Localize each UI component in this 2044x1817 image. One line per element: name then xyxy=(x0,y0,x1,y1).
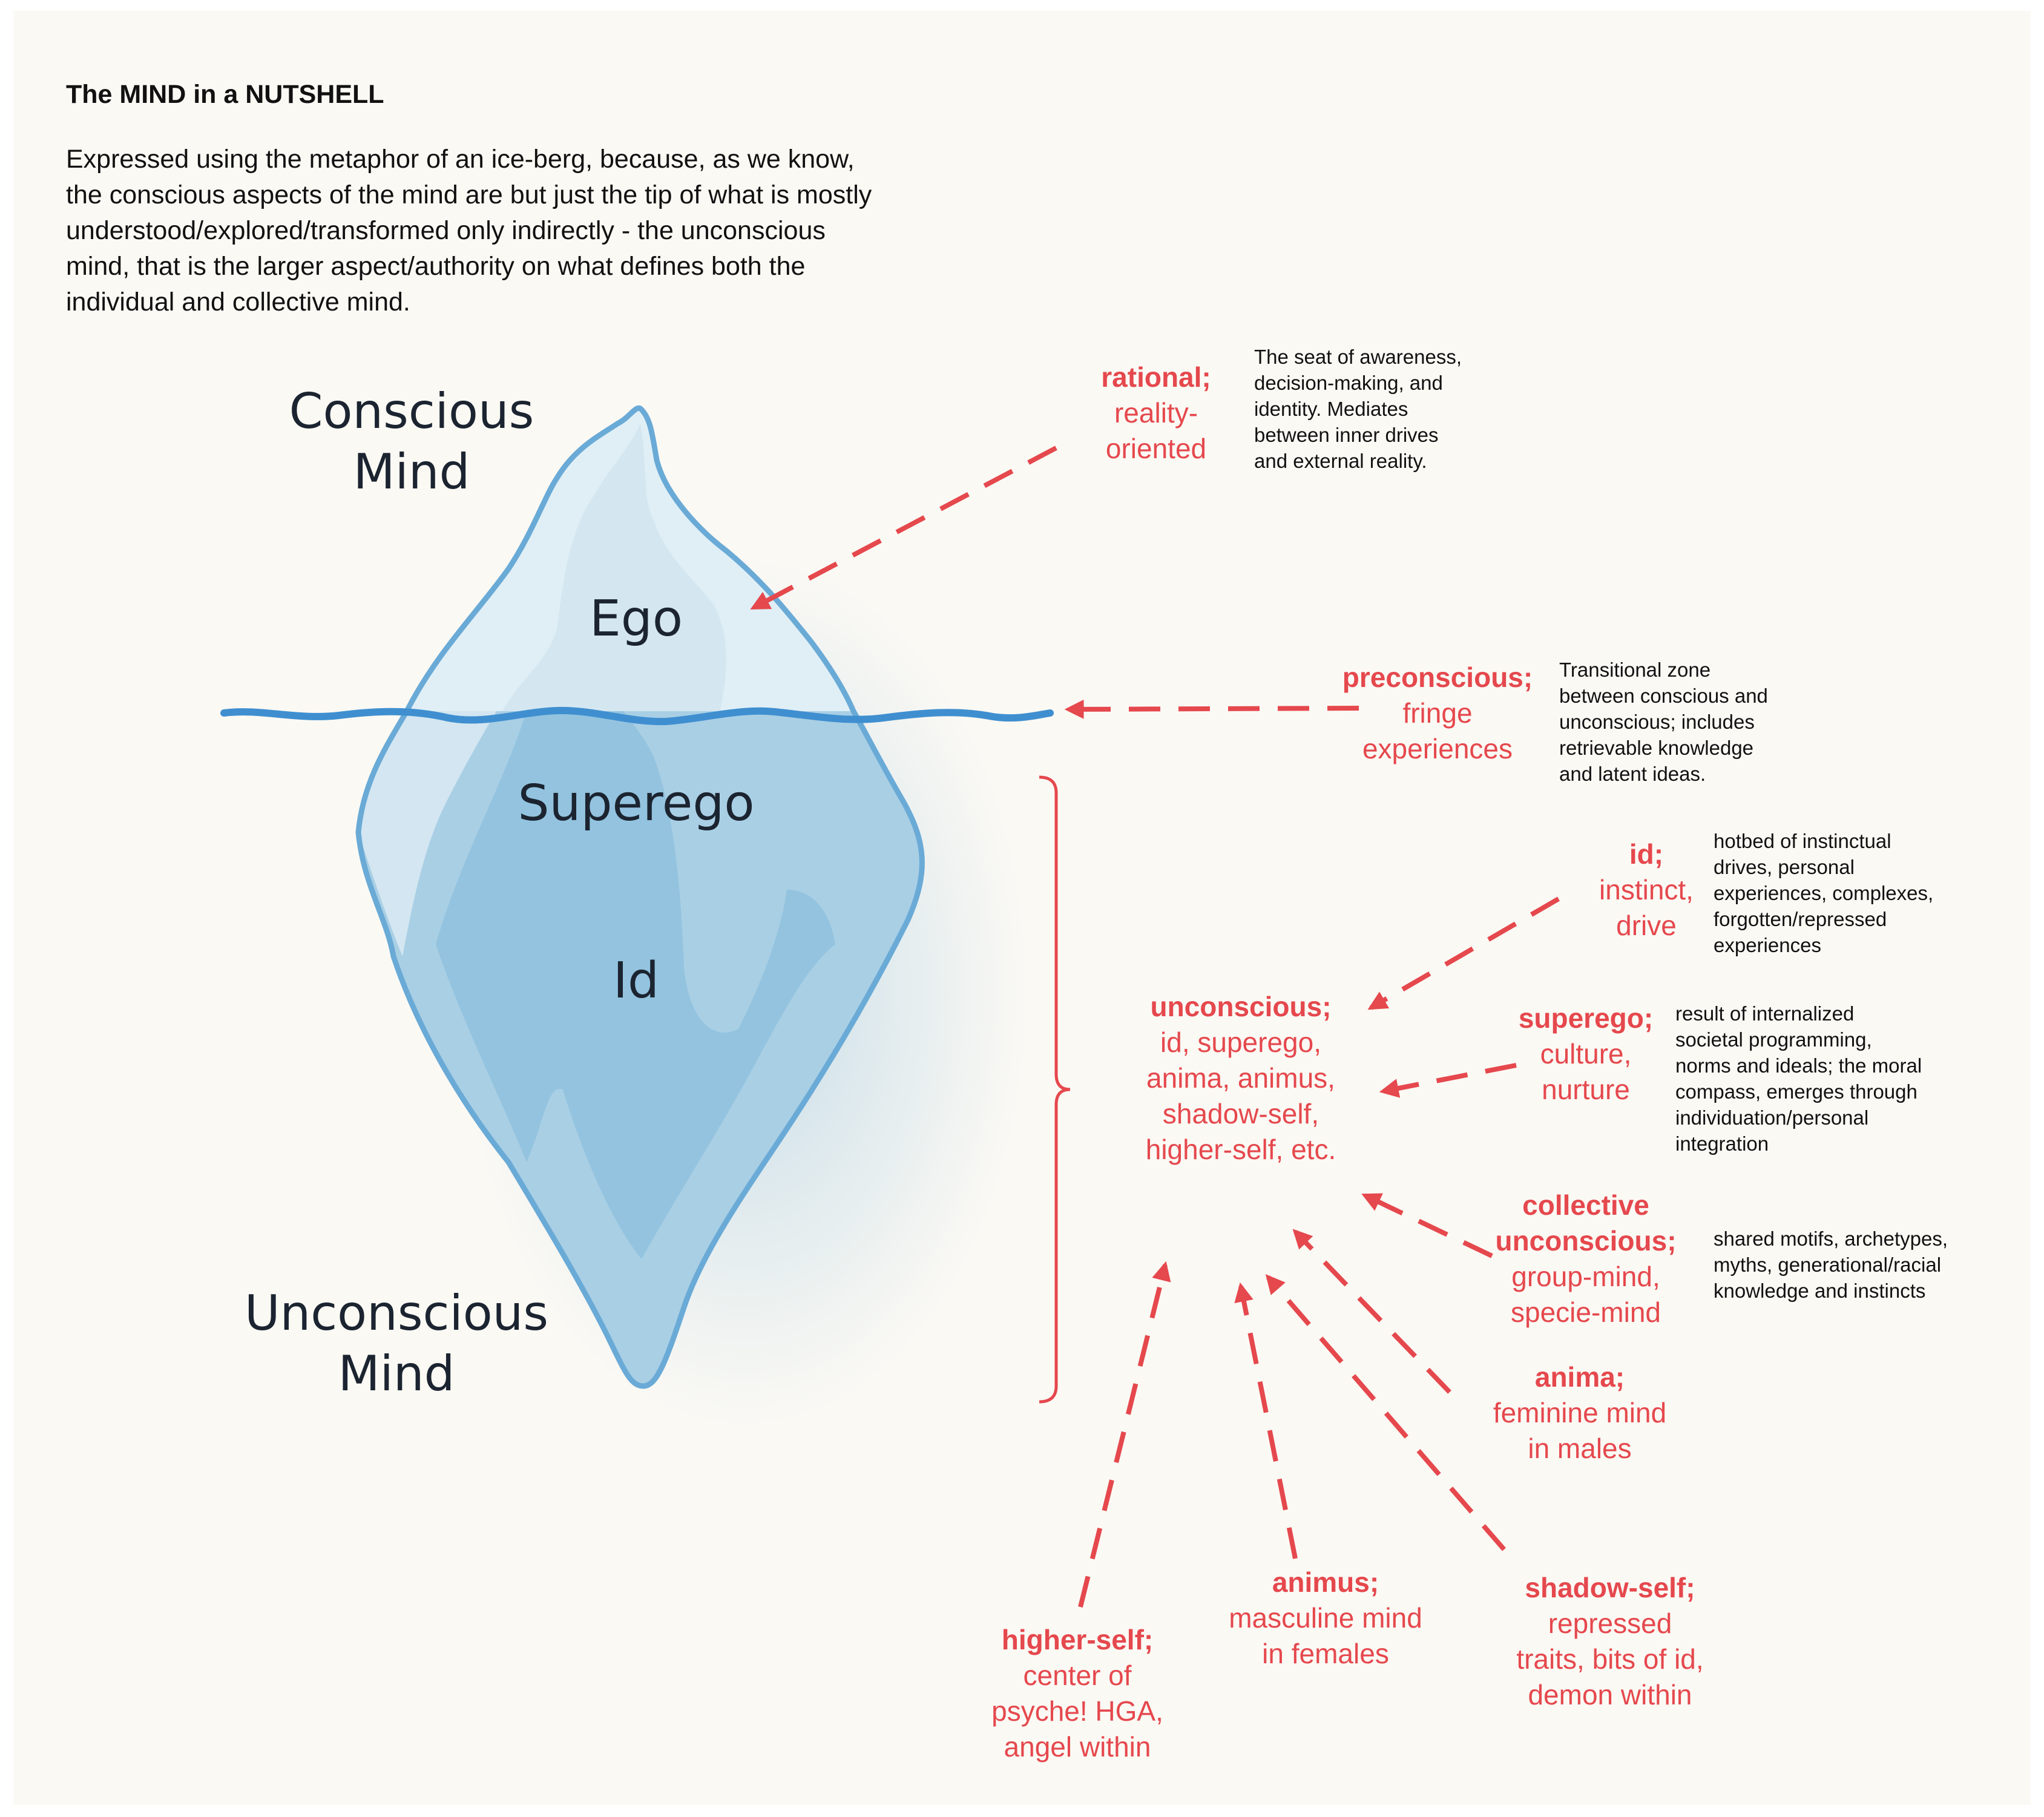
id-description: hotbed of instinctual drives, personal e… xyxy=(1714,830,1934,956)
conscious-mind-label: Conscious Mind xyxy=(289,383,534,500)
ego-label: Ego xyxy=(589,590,683,648)
page-title: The MIND in a NUTSHELL xyxy=(66,80,384,109)
id-annotation: id; instinct, drive xyxy=(1599,838,1694,941)
iceberg-tip-shade xyxy=(502,424,726,711)
rational-annotation: rational; reality- oriented xyxy=(1101,361,1211,464)
arrow-animus xyxy=(1234,1282,1298,1559)
arrow-collective xyxy=(1361,1193,1493,1258)
collective-unconscious-annotation: collective unconscious; group-mind, spec… xyxy=(1495,1189,1677,1328)
superego-label: Superego xyxy=(518,775,755,832)
shadow-self-annotation: shadow-self; repressed traits, bits of i… xyxy=(1516,1572,1704,1710)
arrow-shadow xyxy=(1265,1274,1507,1551)
arrow-higher xyxy=(1078,1261,1171,1608)
arrows xyxy=(750,445,1560,1608)
anima-annotation: anima; feminine mind in males xyxy=(1493,1361,1667,1464)
unconscious-bracket xyxy=(1039,775,1071,1404)
unconscious-annotation: unconscious; id, superego, anima, animus… xyxy=(1145,991,1336,1165)
higher-self-annotation: higher-self; center of psyche! HGA, ange… xyxy=(991,1624,1163,1763)
arrow-superego xyxy=(1379,1063,1517,1098)
water-line xyxy=(220,706,1054,726)
iceberg-light-facet xyxy=(358,711,496,956)
arrow-id xyxy=(1367,896,1560,1010)
animus-annotation: animus; masculine mind in females xyxy=(1229,1566,1422,1669)
unconscious-mind-label: Unconscious Mind xyxy=(244,1285,549,1402)
iceberg-outline xyxy=(355,405,925,1389)
superego-description: result of internalized societal programm… xyxy=(1675,1002,1922,1155)
rational-description: The seat of awareness, decision-making, … xyxy=(1254,346,1462,472)
id-label: Id xyxy=(613,952,660,1010)
preconscious-annotation: preconscious; fringe experiences xyxy=(1342,662,1533,764)
intro-paragraph: Expressed using the metaphor of an ice-b… xyxy=(66,145,872,317)
arrow-anima xyxy=(1292,1229,1451,1394)
preconscious-description: Transitional zone between conscious and … xyxy=(1559,659,1768,785)
collective-unconscious-description: shared motifs, archetypes, myths, genera… xyxy=(1714,1227,1948,1302)
superego-annotation: superego; culture, nurture xyxy=(1518,1002,1654,1105)
arrow-preconscious xyxy=(1064,699,1359,719)
arrow-rational xyxy=(750,445,1057,610)
iceberg-shadow-facet xyxy=(436,711,835,1259)
